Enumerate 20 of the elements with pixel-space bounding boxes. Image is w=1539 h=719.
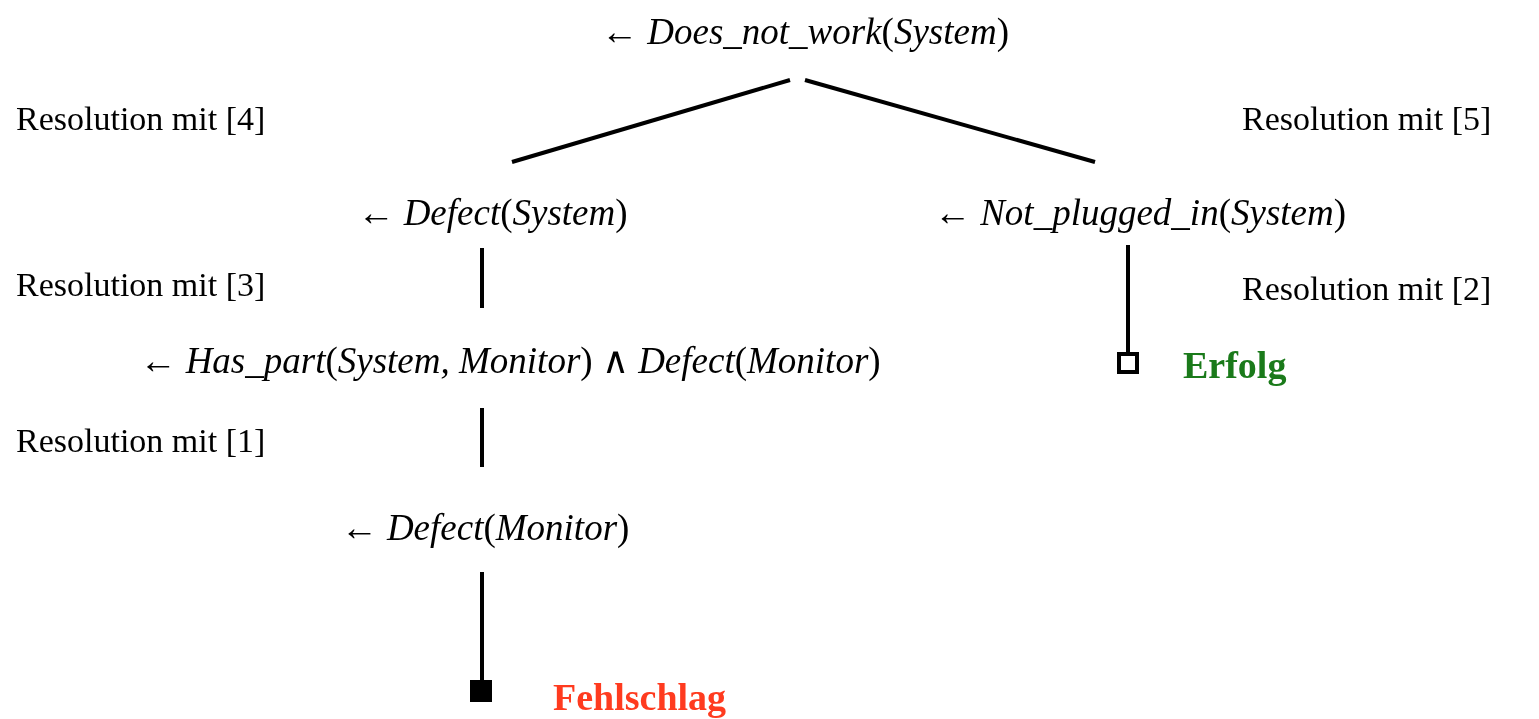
empty-square xyxy=(1117,352,1139,374)
goal-clause: ← Does_not_work(System) xyxy=(601,10,1009,50)
connector-line xyxy=(1126,245,1130,352)
result-label: Fehlschlag xyxy=(553,678,727,716)
step-label: Resolution mit [2] xyxy=(1242,272,1492,306)
connector-line xyxy=(511,78,791,164)
goal-clause: ← Defect(System) xyxy=(357,191,628,231)
goal-clause: ← Has_part(System, Monitor) ∧ Defect(Monitor) xyxy=(139,339,881,379)
result-label: Erfolg xyxy=(1183,346,1287,384)
goal-clause: ← Defect(Monitor) xyxy=(340,506,630,546)
step-label: Resolution mit [5] xyxy=(1242,102,1492,136)
filled-square xyxy=(470,680,492,702)
connector-line xyxy=(480,572,484,680)
step-label: Resolution mit [3] xyxy=(16,268,266,302)
goal-clause: ← Not_plugged_in(System) xyxy=(933,191,1347,231)
connector-line xyxy=(480,248,484,308)
step-label: Resolution mit [4] xyxy=(16,102,266,136)
connector-line xyxy=(804,78,1096,164)
connector-line xyxy=(480,408,484,467)
step-label: Resolution mit [1] xyxy=(16,424,266,458)
